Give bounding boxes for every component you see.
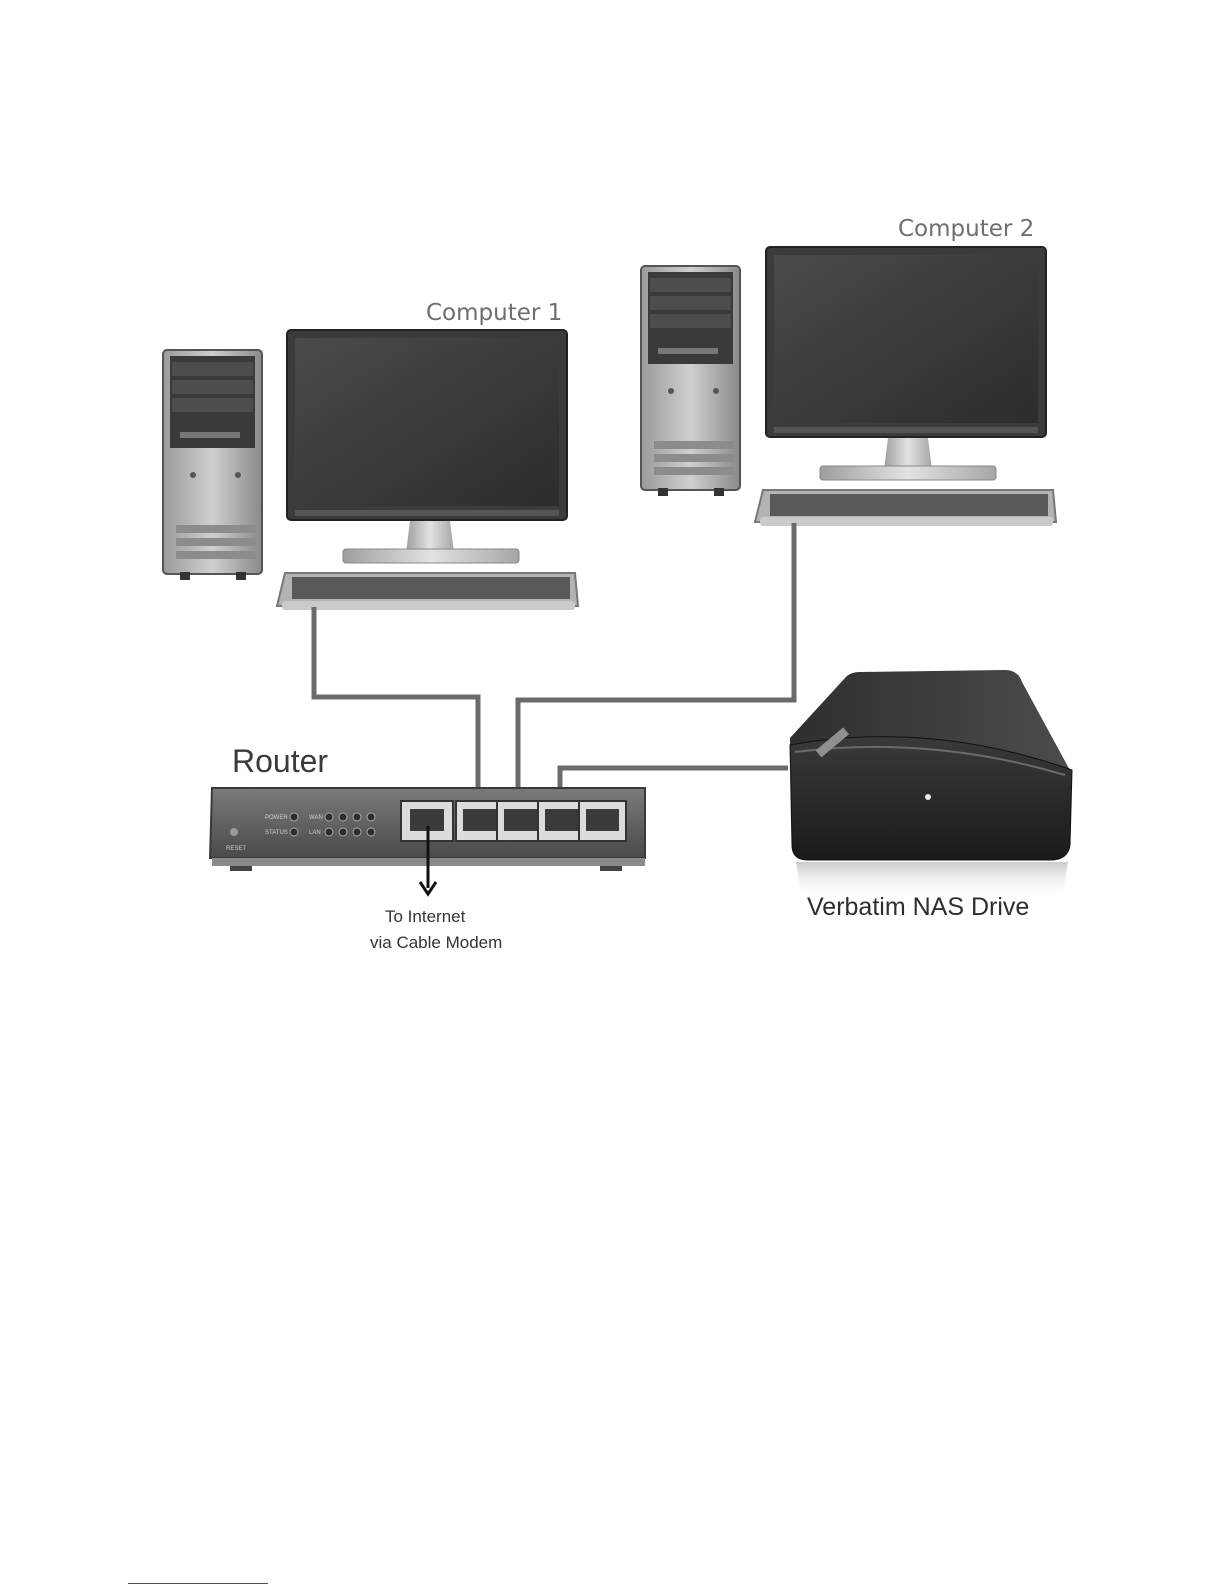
keyboard-1 <box>277 573 578 610</box>
keyboard-2 <box>755 490 1056 526</box>
cables <box>314 523 794 822</box>
router-label: Router <box>232 743 328 779</box>
tower-1 <box>163 350 262 580</box>
reset-label: RESET <box>226 846 246 852</box>
monitor-2 <box>766 247 1046 480</box>
nas-label: Verbatim NAS Drive <box>807 893 1029 921</box>
computer-1: Computer 1 <box>163 300 578 610</box>
reset-button <box>230 828 238 836</box>
computer-2: Computer 2 <box>641 216 1056 526</box>
wan-label: WAN <box>309 815 323 821</box>
footer-rule <box>128 1583 268 1584</box>
computer-2-label: Computer 2 <box>898 216 1034 242</box>
router-ports <box>401 801 626 841</box>
computer-1-label: Computer 1 <box>426 300 562 326</box>
status-label: STATUS <box>265 830 288 836</box>
power-label: POWER <box>265 815 288 821</box>
monitor-1 <box>287 330 567 563</box>
internet-label-line1: To Internet <box>385 907 466 926</box>
lan-label: LAN <box>309 830 321 836</box>
nas-drive: Verbatim NAS Drive <box>790 670 1072 921</box>
internet-label-line2: via Cable Modem <box>370 933 502 952</box>
nas-led <box>925 794 931 800</box>
tower-2 <box>641 266 740 496</box>
